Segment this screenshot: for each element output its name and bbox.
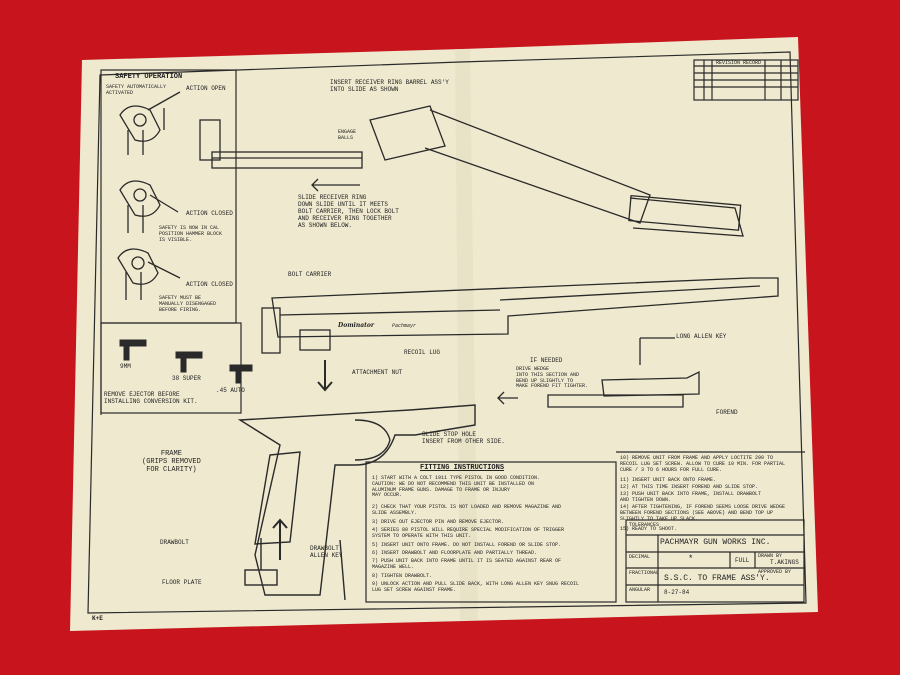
ejectors (119, 339, 253, 384)
drawbolt-allen-label: DRAWBOLT ALLEN KEY (310, 545, 343, 559)
fitting-step-13: 13) PUSH UNIT BACK INTO FRAME, INSTALL D… (620, 491, 762, 503)
remove-ejector-label: REMOVE EJECTOR BEFORE INSTALLING CONVERS… (104, 391, 198, 405)
forend-label: FOREND (716, 409, 738, 416)
scale-value: FULL (735, 557, 750, 564)
footer-mark: K+E (92, 615, 103, 622)
title-value: S.S.C. TO FRAME ASS'Y. (664, 574, 770, 583)
caliber-38: 38 SUPER (172, 375, 201, 382)
brand-script: Dominator (338, 322, 375, 329)
drawn-by-value: T.AKINGS (770, 559, 799, 566)
date-value: 8-27-84 (664, 589, 690, 596)
action-closed-2-label: ACTION CLOSED (186, 281, 233, 288)
slide-receiver-label: SLIDE RECEIVER RING DOWN SLIDE UNTIL IT … (298, 194, 399, 229)
upper-receiver (261, 277, 779, 408)
safety-auto-label: SAFETY AUTOMATICALLY ACTIVATED (106, 84, 167, 96)
drive-wedge-label: DRIVE WEDGE INTO THIS SECTION AND BEND U… (516, 366, 589, 390)
pistol-frame (237, 404, 476, 601)
caliber-9mm: 9MM (120, 363, 131, 370)
fitting-step-8: 8) TIGHTEN DRAWBOLT. (372, 573, 433, 579)
frame-label: FRAME (GRIPS REMOVED FOR CLARITY) (142, 450, 201, 475)
attachment-nut-label: ATTACHMENT NUT (352, 369, 403, 376)
slide-stop-label: SLIDE STOP HOLE INSERT FROM OTHER SIDE. (422, 431, 505, 445)
fitting-step-14: 14) AFTER TIGHTENING, IF FOREND SEEMS LO… (620, 504, 786, 522)
tolerances-label: TOLERANCES (629, 522, 660, 528)
drawbolt-label: DRAWBOLT (160, 539, 189, 546)
brand-small: Pachmayr (392, 323, 417, 329)
barrel-assembly-top (199, 105, 744, 237)
fitting-title: FITTING INSTRUCTIONS (420, 464, 505, 472)
fitting-step-12: 12) AT THIS TIME INSERT FOREND AND SLIDE… (620, 484, 759, 490)
company-name: PACHMAYR GUN WORKS INC. (660, 538, 771, 547)
long-allen-key-label: LONG ALLEN KEY (676, 333, 727, 340)
safety-note-2: SAFETY MUST BE MANUALLY DISENGAGED BEFOR… (159, 295, 217, 313)
bolt-carrier-label: BOLT CARRIER (288, 271, 332, 278)
fitting-step-7: 7) PUSH UNIT BACK INTO FRAME UNTIL IT IS… (372, 558, 562, 570)
fitting-step-11: 11) INSERT UNIT BACK ONTO FRAME. (620, 477, 717, 483)
fitting-step-4: 4) SERIES 80 PISTOL WILL REQUIRE SPECIAL… (372, 527, 565, 539)
fitting-step-9: 9) UNLOCK ACTION AND PULL SLIDE BACK, WI… (372, 581, 580, 593)
decimal-label: DECIMAL (629, 554, 651, 560)
safety-sketches (117, 91, 181, 300)
paper-sheet (70, 37, 818, 631)
fitting-step-1: 1) START WITH A COLT 1911 TYPE PISTOL IN… (372, 475, 541, 499)
engage-balls-label: ENGAGE BALLS (338, 129, 357, 141)
fractional-label: FRACTIONAL (629, 570, 660, 576)
safety-note-1: SAFETY IS NOW IN CAL POSITION HAMMER BLO… (159, 225, 223, 243)
sheet-border (87, 51, 807, 614)
revision-header: REVISION RECORD (716, 60, 762, 66)
caliber-45: .45 AUTO (216, 387, 245, 394)
if-needed-label: IF NEEDED (530, 357, 563, 364)
fitting-step-2: 2) CHECK THAT YOUR PISTOL IS NOT LOADED … (372, 504, 562, 516)
insert-receiver-label: INSERT RECEIVER RING BARREL ASS'Y INTO S… (330, 79, 449, 93)
drawn-by-label: DRAWN BY (758, 553, 783, 559)
star-mark: * (688, 554, 694, 564)
action-open-label: ACTION OPEN (186, 85, 226, 92)
fitting-step-6: 6) INSERT DRAWBOLT AND FLOORPLATE AND PA… (372, 550, 538, 556)
action-closed-1-label: ACTION CLOSED (186, 210, 233, 217)
floor-plate-label: FLOOR PLATE (162, 579, 202, 586)
fitting-step-5: 5) INSERT UNIT ONTO FRAME. DO NOT INSTAL… (372, 542, 562, 548)
recoil-lug-label: RECOIL LUG (404, 349, 441, 356)
safety-title: SAFETY OPERATION (115, 73, 183, 81)
approved-label: APPROVED BY (758, 569, 792, 575)
angular-label: ANGULAR (629, 587, 651, 593)
fitting-step-10: 10) REMOVE UNIT FROM FRAME AND APPLY LOC… (620, 455, 786, 473)
fitting-step-3: 3) DRIVE OUT EJECTOR PIN AND REMOVE EJEC… (372, 519, 505, 525)
fitting-step-15: 15) READY TO SHOOT. (620, 526, 678, 532)
